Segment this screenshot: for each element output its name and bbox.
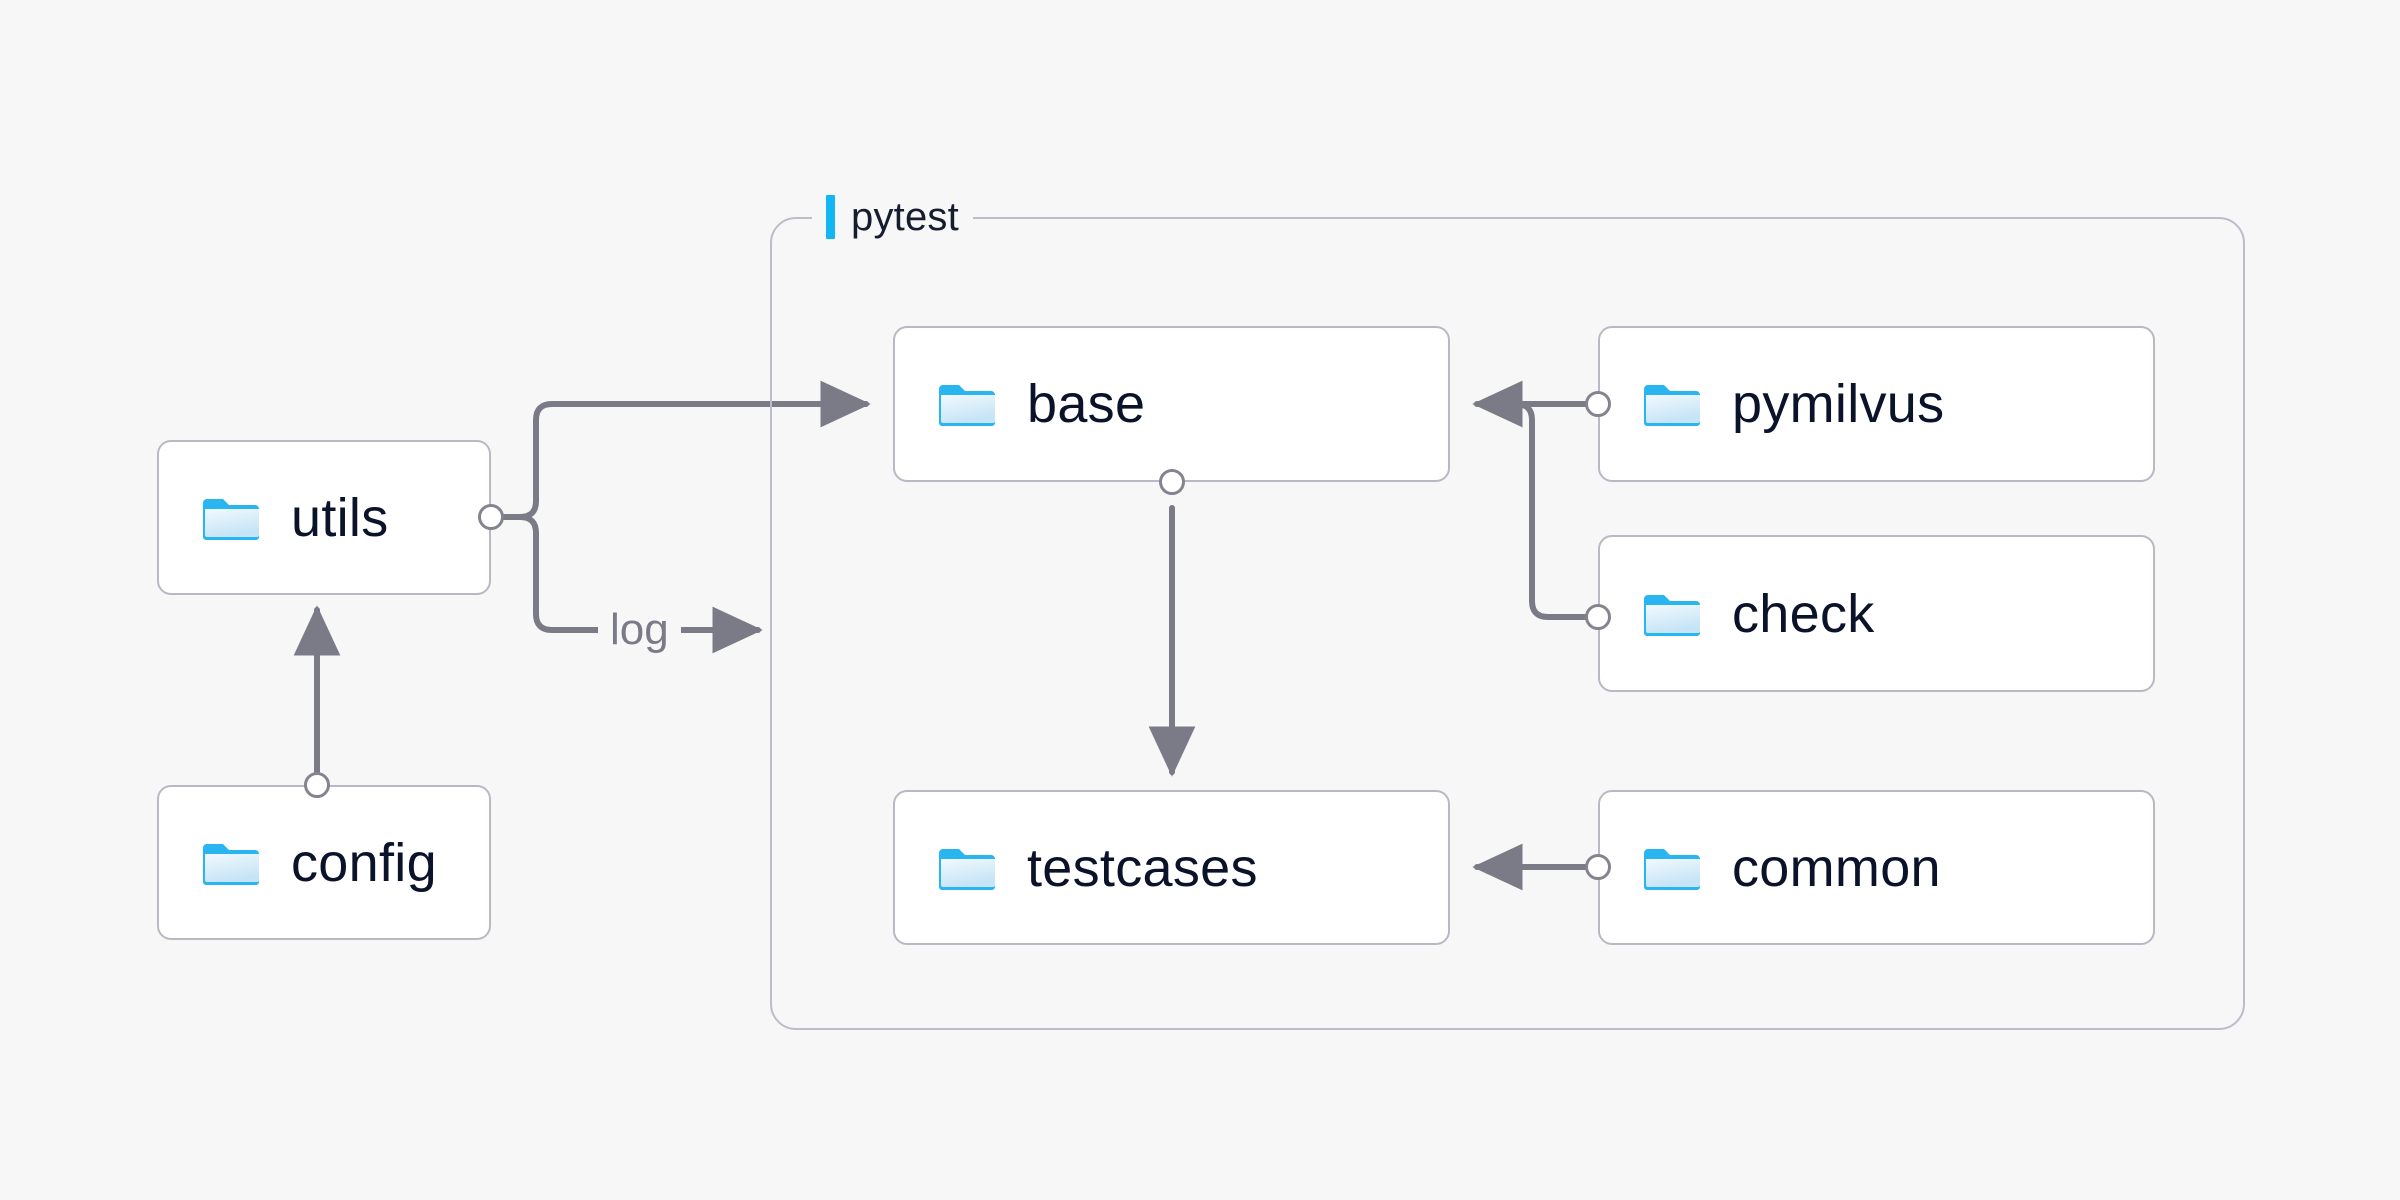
node-pymilvus-label: pymilvus (1732, 374, 1945, 434)
node-check-label: check (1732, 583, 1875, 644)
port-base-bottom[interactable] (1159, 469, 1185, 495)
port-pymilvus-left[interactable] (1585, 391, 1611, 417)
port-config-top[interactable] (304, 772, 330, 798)
node-check[interactable]: check (1598, 535, 2155, 692)
folder-icon (1644, 594, 1700, 636)
group-pytest-label: pytest (812, 195, 973, 239)
node-utils[interactable]: utils (157, 440, 491, 595)
port-common-left[interactable] (1585, 854, 1611, 880)
folder-icon (1644, 385, 1700, 426)
node-testcases[interactable]: testcases (893, 790, 1450, 945)
node-common[interactable]: common (1598, 790, 2155, 945)
port-check-left[interactable] (1585, 604, 1611, 630)
folder-icon (939, 385, 995, 426)
group-pytest[interactable] (770, 217, 2245, 1030)
node-base-label: base (1027, 374, 1146, 434)
group-pytest-title: pytest (851, 194, 959, 239)
node-testcases-label: testcases (1027, 837, 1258, 898)
folder-icon (203, 843, 259, 885)
edge-label-log: log (598, 608, 681, 652)
node-common-label: common (1732, 837, 1941, 898)
folder-icon (203, 498, 259, 540)
node-config[interactable]: config (157, 785, 491, 940)
node-utils-label: utils (291, 487, 389, 548)
group-accent-bar-icon (826, 195, 835, 239)
node-pymilvus[interactable]: pymilvus (1598, 326, 2155, 482)
folder-icon (1644, 848, 1700, 890)
port-utils-right[interactable] (478, 504, 504, 530)
node-base[interactable]: base (893, 326, 1450, 482)
node-config-label: config (291, 832, 437, 893)
folder-icon (939, 848, 995, 890)
